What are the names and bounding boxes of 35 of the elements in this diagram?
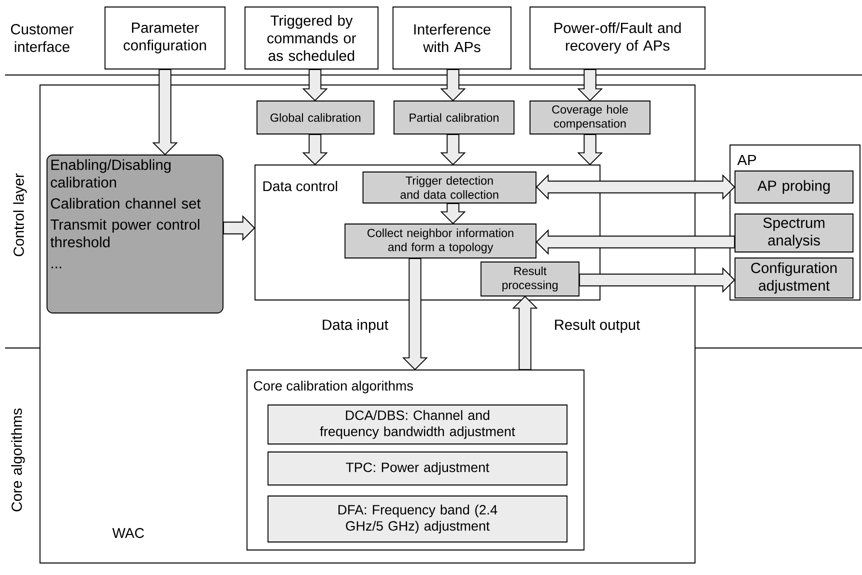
block-arrow	[577, 69, 603, 102]
process-box: Parameter configuration	[104, 6, 226, 70]
process-box: DFA: Frequency band (2.4 GHz/5 GHz) adjustment	[268, 496, 568, 542]
process-box: Interference with APs	[392, 6, 512, 70]
settings-box: Enabling/Disabling calibration Calibration channel set Transmit power control threshold ...	[46, 154, 224, 314]
process-box: Result processing	[480, 262, 580, 296]
layer-label: Core algorithms	[11, 408, 25, 512]
block-arrow	[223, 215, 256, 241]
block-arrow	[440, 203, 466, 224]
edge-label: Data input	[322, 319, 388, 333]
block-arrow	[152, 69, 178, 156]
process-box: Spectrum analysis	[734, 214, 854, 252]
block-arrow	[579, 267, 736, 293]
process-box: TPC: Power adjustment	[268, 452, 568, 486]
block-arrow	[440, 134, 466, 166]
edge-label: Result output	[555, 319, 640, 333]
process-box: Configuration adjustment	[734, 258, 854, 298]
process-box: Triggered by commands or as scheduled	[244, 6, 378, 70]
process-box: DCA/DBS: Channel and frequency bandwidth adjustment	[268, 404, 568, 444]
process-box: Partial calibration	[394, 100, 514, 134]
block-arrow	[302, 134, 328, 166]
process-box: Collect neighbor information and form a topology	[344, 224, 536, 258]
block-arrow	[512, 296, 538, 370]
block-arrow	[440, 69, 466, 102]
block-arrow	[402, 258, 428, 370]
process-box: Coverage hole compensation	[530, 100, 650, 134]
layer-label: Control layer	[13, 173, 27, 256]
layer-label: Customer interface	[11, 24, 74, 52]
process-box: AP probing	[734, 170, 854, 204]
block-arrow	[577, 134, 603, 166]
process-box: Power-off/Fault and recovery of APs	[530, 6, 706, 70]
process-box: Trigger detection and data collection	[362, 172, 536, 204]
block-arrow	[302, 69, 328, 102]
block-arrow	[536, 229, 735, 255]
process-box: Global calibration	[256, 100, 374, 134]
